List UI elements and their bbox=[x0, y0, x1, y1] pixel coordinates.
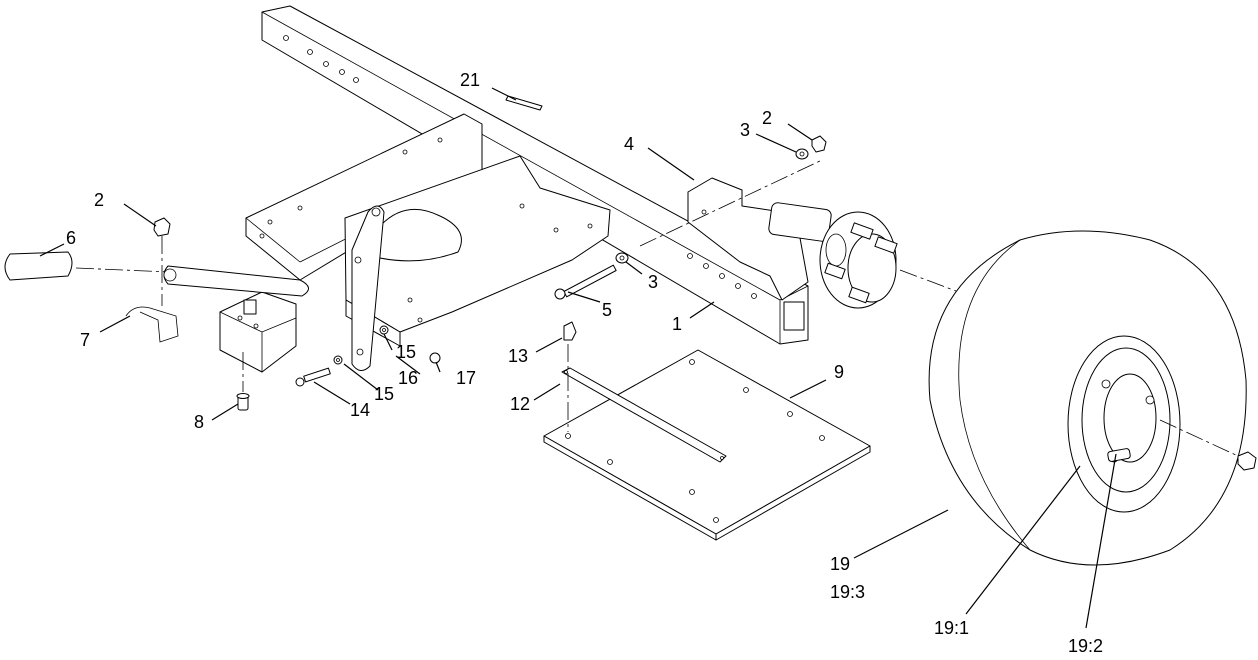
axle-assembly bbox=[639, 159, 981, 309]
latch-bracket bbox=[219, 291, 297, 373]
callout-13: 13 bbox=[508, 346, 528, 366]
callout-19: 19 bbox=[830, 554, 850, 574]
handle-lever bbox=[4, 251, 309, 297]
callout-8: 8 bbox=[194, 412, 204, 432]
callout-19-2: 19:2 bbox=[1068, 636, 1103, 656]
hardware-left bbox=[153, 217, 250, 411]
wheel-tire bbox=[928, 230, 1257, 566]
floor-plate bbox=[543, 349, 871, 541]
callout-5: 5 bbox=[602, 300, 612, 320]
callout-3-top: 3 bbox=[740, 120, 750, 140]
spring-clip bbox=[125, 236, 179, 343]
strap bbox=[561, 321, 727, 463]
callout-15-lower: 15 bbox=[374, 384, 394, 404]
callout-17: 17 bbox=[456, 368, 476, 388]
callout-19-1: 19:1 bbox=[934, 618, 969, 638]
callout-1: 1 bbox=[672, 314, 682, 334]
callout-2-left: 2 bbox=[94, 190, 104, 210]
callout-14: 14 bbox=[350, 400, 370, 420]
callout-3-mid: 3 bbox=[648, 272, 658, 292]
callout-7: 7 bbox=[80, 330, 90, 350]
frame-tube bbox=[261, 5, 809, 345]
callout-19-3: 19:3 bbox=[830, 582, 865, 602]
leader-lines bbox=[39, 87, 1117, 629]
hardware-link bbox=[295, 325, 441, 387]
callout-4: 4 bbox=[624, 134, 634, 154]
callout-labels: 21 2 3 4 2 6 3 5 1 7 13 15 16 17 9 15 12… bbox=[66, 70, 1103, 656]
callout-16: 16 bbox=[398, 368, 418, 388]
callout-12: 12 bbox=[510, 394, 530, 414]
callout-6: 6 bbox=[66, 228, 76, 248]
hitch-link bbox=[351, 205, 385, 371]
callout-15-upper: 15 bbox=[396, 342, 416, 362]
callout-2-right: 2 bbox=[762, 108, 772, 128]
callout-21: 21 bbox=[460, 70, 480, 90]
hardware-axle bbox=[554, 135, 827, 300]
callout-9: 9 bbox=[834, 362, 844, 382]
